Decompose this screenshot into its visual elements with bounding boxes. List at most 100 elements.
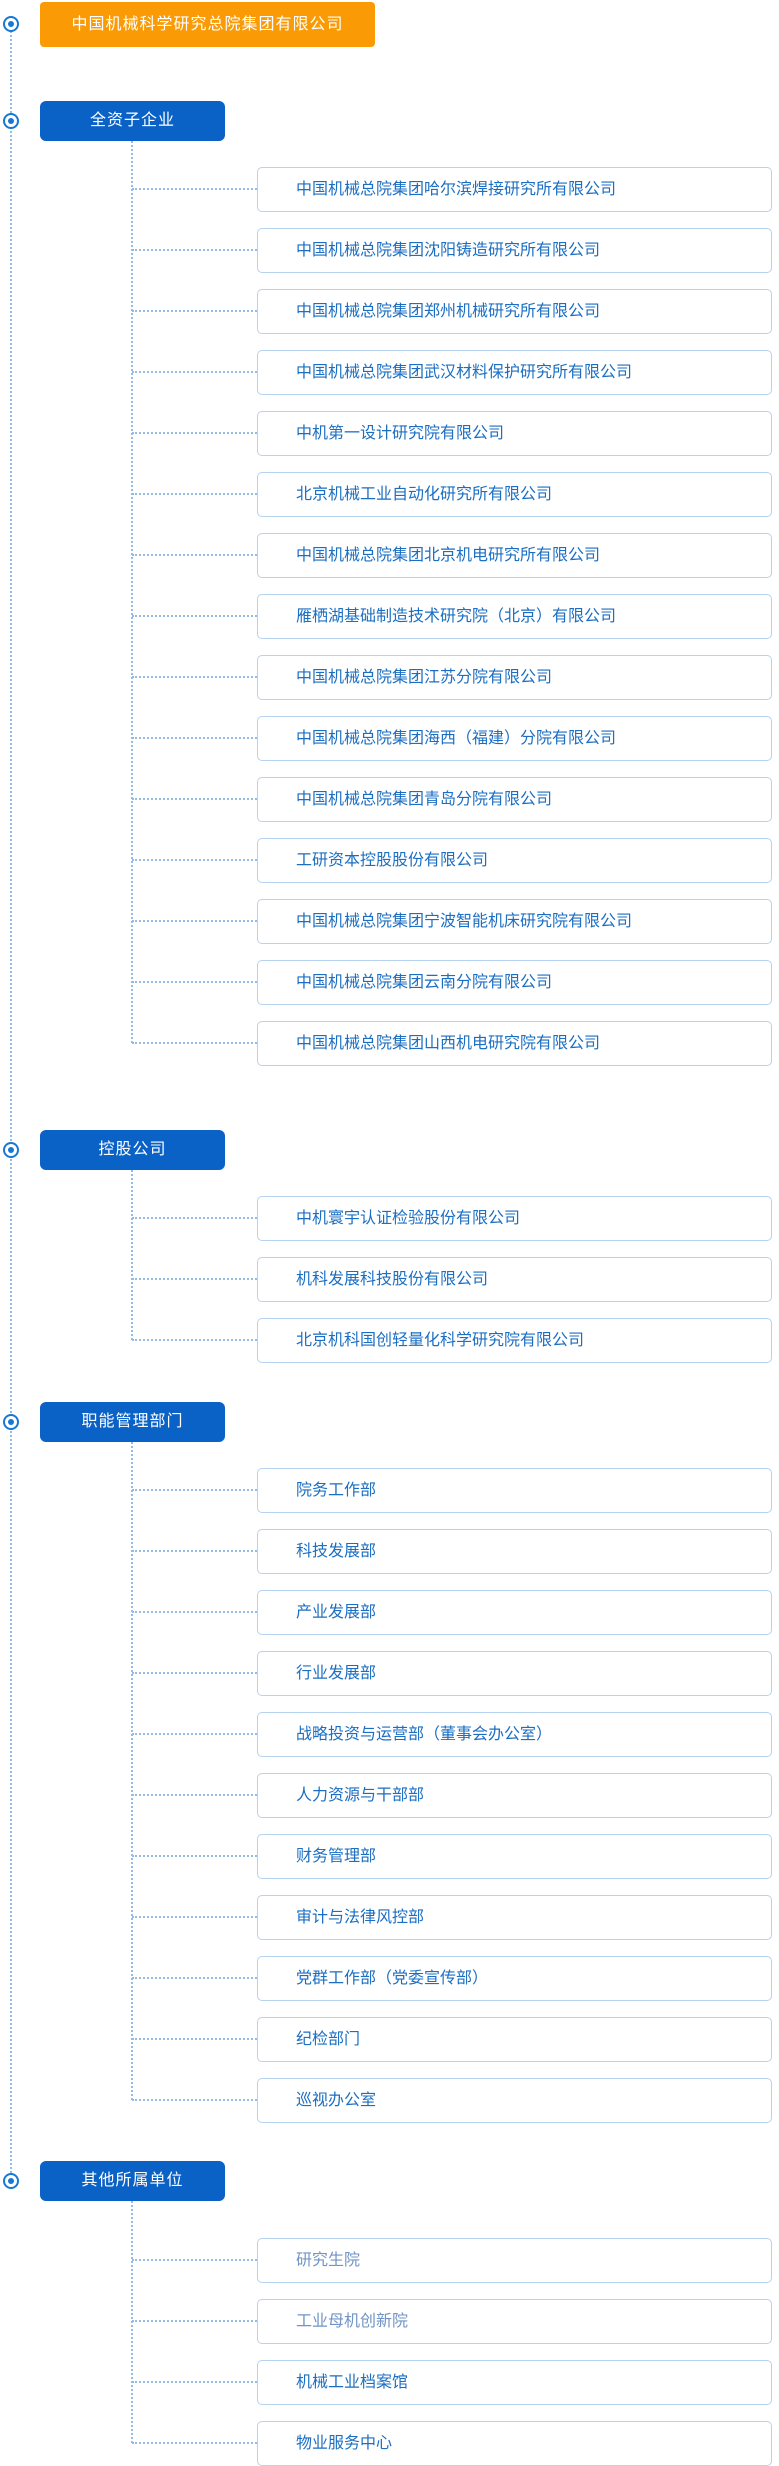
item-connector-dotted-line — [132, 1489, 257, 1491]
org-item-row: 战略投资与运营部（董事会办公室） — [0, 1712, 779, 1757]
org-item-row: 研究生院 — [0, 2238, 779, 2283]
org-item-row: 审计与法律风控部 — [0, 1895, 779, 1940]
org-item-row: 中国机械总院集团云南分院有限公司 — [0, 960, 779, 1005]
item-connector-dotted-line — [132, 981, 257, 983]
org-item-row: 纪检部门 — [0, 2017, 779, 2062]
org-item-row: 中国机械总院集团海西（福建）分院有限公司 — [0, 716, 779, 761]
org-item-link[interactable]: 工业母机创新院 — [257, 2299, 772, 2344]
org-item-row: 巡视办公室 — [0, 2078, 779, 2123]
tree-spine-dotted-line — [10, 23, 12, 2181]
org-item-link[interactable]: 中国机械总院集团武汉材料保护研究所有限公司 — [257, 350, 772, 395]
item-connector-dotted-line — [132, 1611, 257, 1613]
org-item-link[interactable]: 战略投资与运营部（董事会办公室） — [257, 1712, 772, 1757]
item-connector-dotted-line — [132, 554, 257, 556]
org-item-row: 中国机械总院集团宁波智能机床研究院有限公司 — [0, 899, 779, 944]
org-item-link[interactable]: 中国机械总院集团云南分院有限公司 — [257, 960, 772, 1005]
item-connector-dotted-line — [132, 1672, 257, 1674]
org-item-row: 中机第一设计研究院有限公司 — [0, 411, 779, 456]
org-item-link[interactable]: 产业发展部 — [257, 1590, 772, 1635]
org-item-link[interactable]: 中国机械总院集团郑州机械研究所有限公司 — [257, 289, 772, 334]
org-item-link[interactable]: 行业发展部 — [257, 1651, 772, 1696]
section-items: 研究生院 工业母机创新院 机械工业档案馆 — [0, 2238, 779, 2466]
org-item-row: 机科发展科技股份有限公司 — [0, 1257, 779, 1302]
item-connector-dotted-line — [132, 1794, 257, 1796]
org-item-link[interactable]: 院务工作部 — [257, 1468, 772, 1513]
item-connector-dotted-line — [132, 1042, 257, 1044]
org-item-link[interactable]: 机科发展科技股份有限公司 — [257, 1257, 772, 1302]
org-item-row: 工业母机创新院 — [0, 2299, 779, 2344]
org-item-row: 产业发展部 — [0, 1590, 779, 1635]
org-item-link[interactable]: 财务管理部 — [257, 1834, 772, 1879]
item-connector-dotted-line — [132, 249, 257, 251]
org-item-link[interactable]: 机械工业档案馆 — [257, 2360, 772, 2405]
org-item-link[interactable]: 中机第一设计研究院有限公司 — [257, 411, 772, 456]
org-item-row: 中国机械总院集团山西机电研究院有限公司 — [0, 1021, 779, 1066]
section-items: 中国机械总院集团哈尔滨焊接研究所有限公司 中国机械总院集团沈阳铸造研究所有限公司… — [0, 167, 779, 1066]
org-item-link[interactable]: 雁栖湖基础制造技术研究院（北京）有限公司 — [257, 594, 772, 639]
org-item-row: 工研资本控股股份有限公司 — [0, 838, 779, 883]
org-item-link[interactable]: 纪检部门 — [257, 2017, 772, 2062]
org-section: 职能管理部门 院务工作部 科技发展部 — [0, 1402, 779, 2123]
item-connector-dotted-line — [132, 1550, 257, 1552]
org-item-link[interactable]: 人力资源与干部部 — [257, 1773, 772, 1818]
org-item-row: 机械工业档案馆 — [0, 2360, 779, 2405]
org-item-link[interactable]: 科技发展部 — [257, 1529, 772, 1574]
org-item-link[interactable]: 中国机械总院集团哈尔滨焊接研究所有限公司 — [257, 167, 772, 212]
item-connector-dotted-line — [132, 310, 257, 312]
org-item-row: 科技发展部 — [0, 1529, 779, 1574]
org-item-row: 院务工作部 — [0, 1468, 779, 1513]
org-item-link[interactable]: 中国机械总院集团青岛分院有限公司 — [257, 777, 772, 822]
org-item-link[interactable]: 工研资本控股股份有限公司 — [257, 838, 772, 883]
target-bullet-icon — [3, 113, 19, 129]
org-item-link[interactable]: 中国机械总院集团沈阳铸造研究所有限公司 — [257, 228, 772, 273]
org-item-row: 雁栖湖基础制造技术研究院（北京）有限公司 — [0, 594, 779, 639]
org-item-row: 中国机械总院集团沈阳铸造研究所有限公司 — [0, 228, 779, 273]
section-branch-dotted-line — [131, 1442, 133, 2100]
org-section: 控股公司 中机寰宇认证检验股份有限公司 机科发展科技股份有限公司 — [0, 1130, 779, 1363]
org-item-link[interactable]: 中国机械总院集团北京机电研究所有限公司 — [257, 533, 772, 578]
section-header-row: 全资子企业 — [0, 101, 779, 141]
section-header: 控股公司 — [40, 1130, 225, 1170]
section-items: 中机寰宇认证检验股份有限公司 机科发展科技股份有限公司 北京机科国创轻量化科学研… — [0, 1196, 779, 1363]
org-item-link[interactable]: 中国机械总院集团山西机电研究院有限公司 — [257, 1021, 772, 1066]
org-item-row: 北京机科国创轻量化科学研究院有限公司 — [0, 1318, 779, 1363]
org-item-link[interactable]: 北京机械工业自动化研究所有限公司 — [257, 472, 772, 517]
org-item-link[interactable]: 北京机科国创轻量化科学研究院有限公司 — [257, 1318, 772, 1363]
org-item-row: 物业服务中心 — [0, 2421, 779, 2466]
org-section: 全资子企业 中国机械总院集团哈尔滨焊接研究所有限公司 中国机械总院集团沈阳铸造研… — [0, 101, 779, 1066]
item-connector-dotted-line — [132, 188, 257, 190]
org-item-link[interactable]: 物业服务中心 — [257, 2421, 772, 2466]
item-connector-dotted-line — [132, 1916, 257, 1918]
org-item-row: 中国机械总院集团江苏分院有限公司 — [0, 655, 779, 700]
org-item-row: 中国机械总院集团武汉材料保护研究所有限公司 — [0, 350, 779, 395]
item-connector-dotted-line — [132, 798, 257, 800]
item-connector-dotted-line — [132, 1855, 257, 1857]
item-connector-dotted-line — [132, 920, 257, 922]
item-connector-dotted-line — [132, 859, 257, 861]
org-item-link[interactable]: 中国机械总院集团宁波智能机床研究院有限公司 — [257, 899, 772, 944]
org-item-row: 党群工作部（党委宣传部） — [0, 1956, 779, 2001]
item-connector-dotted-line — [132, 737, 257, 739]
section-header-row: 控股公司 — [0, 1130, 779, 1170]
org-item-link[interactable]: 研究生院 — [257, 2238, 772, 2283]
section-branch-dotted-line — [131, 2201, 133, 2443]
item-connector-dotted-line — [132, 493, 257, 495]
item-connector-dotted-line — [132, 2320, 257, 2322]
org-item-link[interactable]: 巡视办公室 — [257, 2078, 772, 2123]
org-item-row: 中国机械总院集团青岛分院有限公司 — [0, 777, 779, 822]
org-item-link[interactable]: 中国机械总院集团海西（福建）分院有限公司 — [257, 716, 772, 761]
sections-container: 全资子企业 中国机械总院集团哈尔滨焊接研究所有限公司 中国机械总院集团沈阳铸造研… — [0, 101, 779, 2466]
org-item-row: 中机寰宇认证检验股份有限公司 — [0, 1196, 779, 1241]
org-item-row: 中国机械总院集团北京机电研究所有限公司 — [0, 533, 779, 578]
item-connector-dotted-line — [132, 1977, 257, 1979]
section-items: 院务工作部 科技发展部 产业发展部 — [0, 1468, 779, 2123]
org-item-link[interactable]: 中国机械总院集团江苏分院有限公司 — [257, 655, 772, 700]
section-header-row: 其他所属单位 — [0, 2161, 779, 2201]
org-item-link[interactable]: 中机寰宇认证检验股份有限公司 — [257, 1196, 772, 1241]
org-section: 其他所属单位 研究生院 工业母机创新院 — [0, 2161, 779, 2466]
org-item-link[interactable]: 党群工作部（党委宣传部） — [257, 1956, 772, 2001]
item-connector-dotted-line — [132, 2442, 257, 2444]
item-connector-dotted-line — [132, 1339, 257, 1341]
org-item-link[interactable]: 审计与法律风控部 — [257, 1895, 772, 1940]
